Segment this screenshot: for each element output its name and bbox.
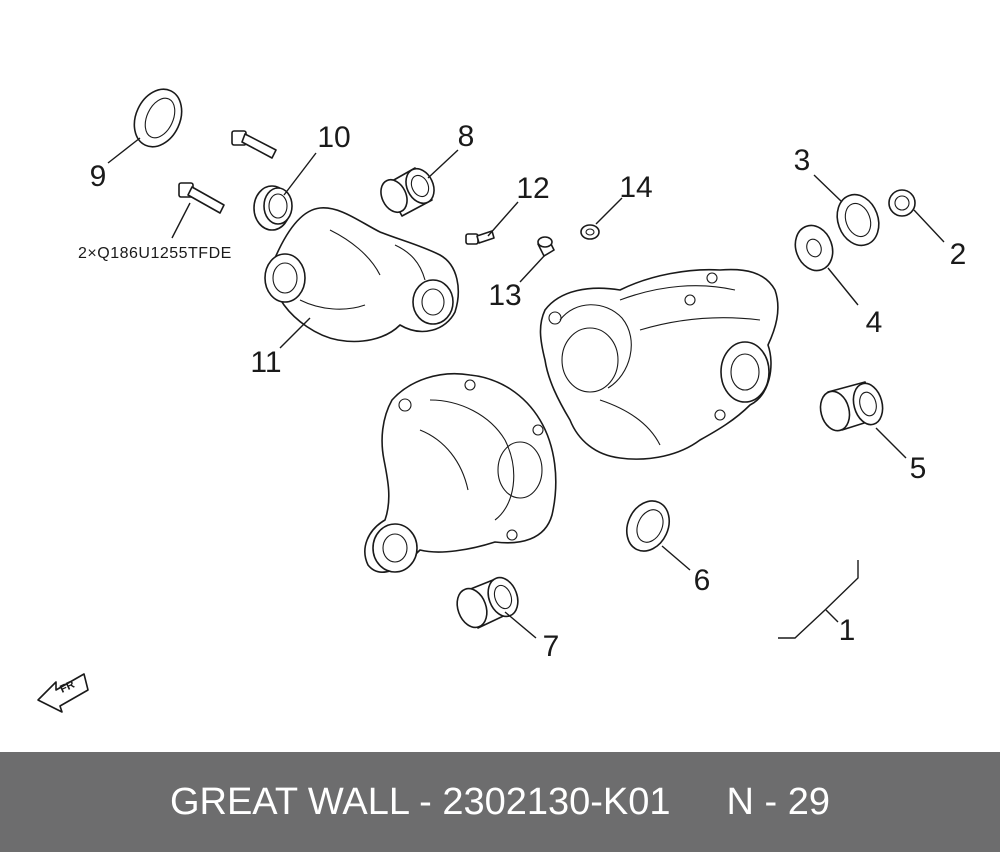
footer-banner: GREAT WALL - 2302130-K01 N - 29 (0, 752, 1000, 852)
callout-14: 14 (619, 171, 652, 204)
part-14-nut (580, 224, 600, 240)
callout-1: 1 (839, 614, 856, 647)
differential-housing-left (364, 372, 557, 574)
callout-13: 13 (488, 279, 521, 312)
differential-housing-right (539, 268, 779, 460)
part-3-seal (836, 193, 880, 247)
part-6-seal (626, 500, 670, 552)
callout-3: 3 (794, 144, 811, 177)
part-9-seal (133, 88, 183, 148)
exploded-parts-diagram: FR 1 2 3 4 5 6 7 8 9 10 11 12 13 14 2×Q1 (37, 88, 966, 713)
callout-8: 8 (458, 120, 475, 153)
part-5-bushing (819, 381, 884, 432)
bolt-upper (231, 130, 277, 159)
part-10-bearing (253, 185, 293, 231)
callout-10: 10 (317, 121, 350, 154)
part-8-bushing (380, 167, 435, 217)
callout-labels: 1 2 3 4 5 6 7 8 9 10 11 12 13 14 2×Q186U… (78, 120, 966, 663)
callout-9: 9 (90, 160, 107, 193)
callout-4: 4 (866, 306, 883, 339)
callout-6: 6 (694, 564, 711, 597)
brand-part-number: GREAT WALL - 2302130-K01 (169, 780, 671, 823)
part-4-washer (794, 224, 834, 272)
bolt-lower (178, 182, 225, 214)
callout-5: 5 (910, 452, 927, 485)
bolt-note: 2×Q186U1255TFDE (78, 245, 232, 262)
callout-11: 11 (250, 346, 281, 379)
callout-12: 12 (516, 172, 549, 205)
direction-label: FR (58, 679, 76, 696)
part-11-housing (264, 207, 460, 343)
direction-arrow-icon: FR (37, 673, 89, 713)
callout-2: 2 (950, 238, 967, 271)
part-13-plug (537, 236, 555, 257)
callout-7: 7 (543, 630, 560, 663)
part-7-bushing (456, 576, 519, 629)
part-2-cap (888, 189, 916, 217)
leader-lines (107, 137, 945, 639)
page-reference: N - 29 (726, 780, 831, 823)
